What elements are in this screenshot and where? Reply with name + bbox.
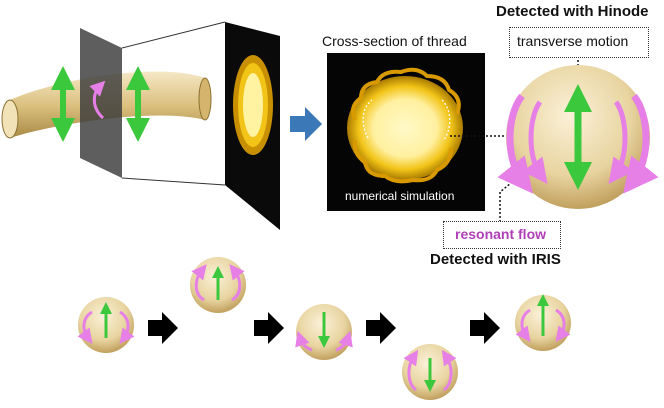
blue-right-arrow (290, 107, 322, 141)
cross-section-plane (80, 28, 122, 178)
resonant-flow-label: resonant flow (455, 226, 547, 242)
iris-label: Detected with IRIS (430, 251, 561, 268)
sequence-arrow-1 (148, 312, 178, 344)
numerical-simulation-label: numerical simulation (345, 189, 455, 203)
sequence-arrow-3 (366, 312, 396, 344)
sequence-arrow-2 (254, 312, 284, 344)
cross-section-label: Cross-section of thread (322, 33, 467, 49)
resonant-flow-box (443, 221, 561, 249)
tube-resonant-flow-arrow (89, 80, 106, 120)
hinode-label: Detected with Hinode (496, 3, 649, 20)
projection-line-bottom (121, 177, 226, 186)
sequence-step-3 (295, 304, 353, 360)
projection-line-top (121, 21, 226, 49)
sequence-step-1 (77, 297, 135, 353)
large-thread-cross-section (497, 65, 659, 209)
transverse-motion-label: transverse motion (517, 33, 629, 49)
simulation-image (347, 67, 463, 184)
transverse-motion-box (509, 27, 649, 58)
sequence-step-4 (402, 344, 458, 400)
sequence-step-2 (190, 257, 246, 313)
sequence-arrow-4 (470, 312, 500, 344)
sequence-step-5 (515, 294, 571, 351)
projected-simulation-image (233, 55, 273, 155)
